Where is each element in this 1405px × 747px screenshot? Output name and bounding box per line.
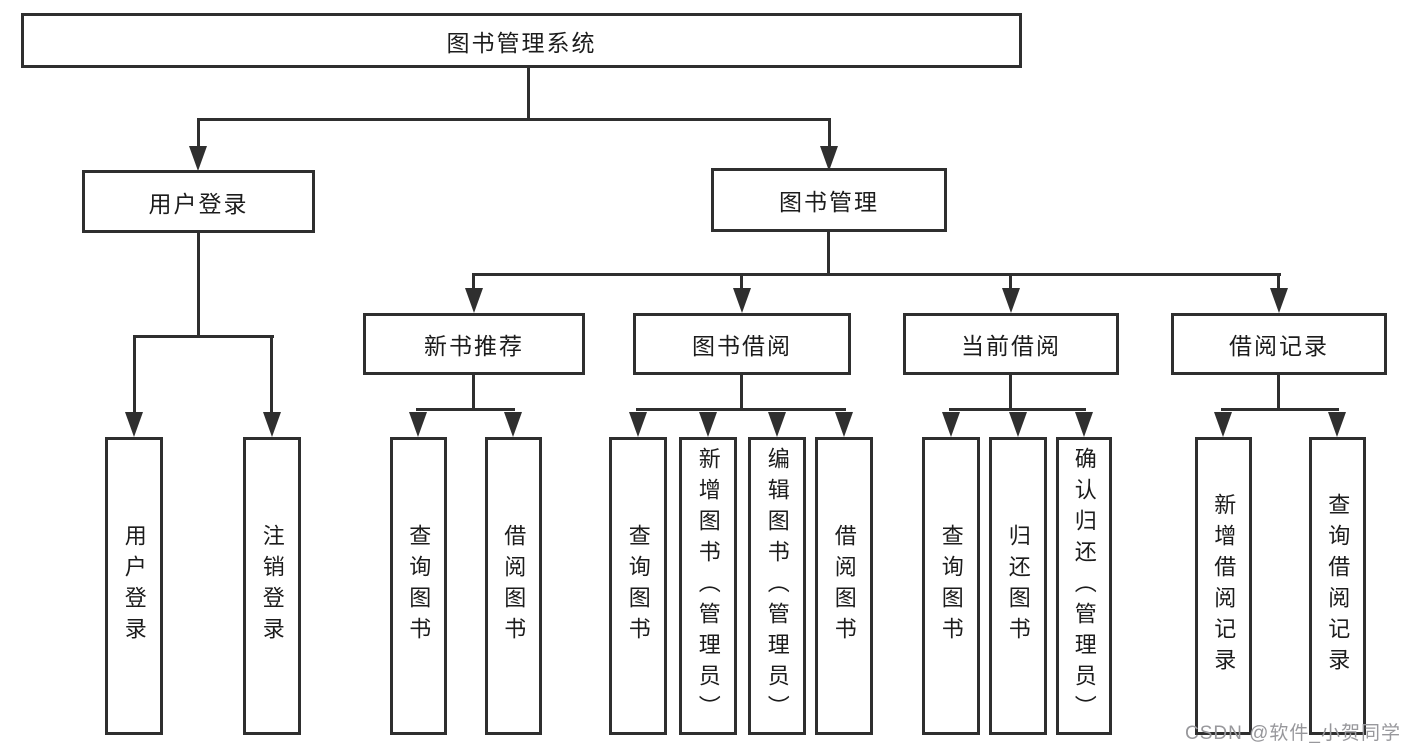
- node-new-book-recommend: 新书推荐: [363, 313, 585, 375]
- node-label: 归还图书: [1005, 524, 1031, 648]
- leaf-query-borrow-record: 查询借阅记录: [1309, 437, 1366, 735]
- connector-line: [949, 408, 1086, 411]
- node-label: 借阅记录: [1229, 333, 1329, 359]
- arrow-down-icon: [1002, 288, 1020, 313]
- arrow-down-icon: [1328, 412, 1346, 437]
- leaf-borrow-books: 借阅图书: [815, 437, 873, 735]
- node-label: 新增图书（管理员）: [695, 446, 721, 726]
- leaf-return-book: 归还图书: [989, 437, 1047, 735]
- arrow-down-icon: [263, 412, 281, 437]
- arrow-down-icon: [1214, 412, 1232, 437]
- connector-line: [636, 408, 846, 411]
- arrow-down-icon: [699, 412, 717, 437]
- node-label: 注销登录: [259, 524, 285, 648]
- connector-line: [827, 232, 830, 275]
- arrow-down-icon: [629, 412, 647, 437]
- connector-line: [527, 68, 530, 121]
- node-label: 编辑图书（管理员）: [764, 446, 790, 726]
- node-label: 新增借阅记录: [1211, 493, 1237, 679]
- node-label: 借阅图书: [501, 524, 527, 648]
- arrow-down-icon: [504, 412, 522, 437]
- node-book-management: 图书管理: [711, 168, 947, 232]
- node-label: 当前借阅: [961, 333, 1061, 359]
- connector-line: [197, 233, 200, 337]
- arrow-down-icon: [465, 288, 483, 313]
- arrow-down-icon: [189, 146, 207, 171]
- leaf-confirm-return-admin: 确认归还（管理员）: [1056, 437, 1112, 735]
- node-borrow-records: 借阅记录: [1171, 313, 1387, 375]
- leaf-query-books-recommend: 查询图书: [390, 437, 447, 735]
- arrow-down-icon: [942, 412, 960, 437]
- node-book-borrow: 图书借阅: [633, 313, 851, 375]
- connector-line: [1277, 375, 1280, 410]
- arrow-down-icon: [409, 412, 427, 437]
- node-label: 查询借阅记录: [1325, 493, 1351, 679]
- arrow-down-icon: [768, 412, 786, 437]
- node-label: 借阅图书: [831, 524, 857, 648]
- node-label: 用户登录: [148, 190, 249, 217]
- arrow-down-icon: [1075, 412, 1093, 437]
- leaf-logout: 注销登录: [243, 437, 301, 735]
- node-label: 确认归还（管理员）: [1071, 446, 1097, 726]
- arrow-down-icon: [1270, 288, 1288, 313]
- arrow-down-icon: [1009, 412, 1027, 437]
- leaf-borrow-books-recommend: 借阅图书: [485, 437, 542, 735]
- arrow-down-icon: [820, 146, 838, 171]
- leaf-add-borrow-record: 新增借阅记录: [1195, 437, 1252, 735]
- connector-line: [197, 121, 200, 148]
- connector-line: [1009, 276, 1012, 290]
- arrow-down-icon: [733, 288, 751, 313]
- node-user-login: 用户登录: [82, 170, 315, 233]
- arrow-down-icon: [835, 412, 853, 437]
- connector-line: [1009, 375, 1012, 410]
- node-label: 新书推荐: [424, 333, 524, 359]
- connector-line: [1277, 276, 1280, 290]
- arrow-down-icon: [125, 412, 143, 437]
- node-label: 查询图书: [938, 524, 964, 648]
- connector-line: [133, 338, 136, 414]
- node-label: 图书借阅: [692, 333, 792, 359]
- connector-line: [740, 276, 743, 290]
- node-label: 图书管理系统: [446, 29, 597, 56]
- connector-line: [270, 338, 273, 414]
- connector-line: [472, 276, 475, 290]
- node-label: 用户登录: [121, 524, 147, 648]
- node-root: 图书管理系统: [21, 13, 1022, 68]
- connector-line: [828, 121, 831, 148]
- connector-line: [1221, 408, 1339, 411]
- watermark: CSDN @软件_小贺同学: [1185, 723, 1401, 744]
- connector-line: [133, 335, 274, 338]
- leaf-add-book-admin: 新增图书（管理员）: [679, 437, 737, 735]
- connector-line: [416, 408, 515, 411]
- connector-line: [197, 118, 831, 121]
- node-current-borrow: 当前借阅: [903, 313, 1119, 375]
- leaf-edit-book-admin: 编辑图书（管理员）: [748, 437, 806, 735]
- node-label: 查询图书: [406, 524, 432, 648]
- leaf-user-login: 用户登录: [105, 437, 163, 735]
- node-label: 查询图书: [625, 524, 651, 648]
- leaf-query-books-current: 查询图书: [922, 437, 980, 735]
- node-label: 图书管理: [779, 189, 879, 215]
- connector-line: [472, 375, 475, 410]
- connector-line: [740, 375, 743, 410]
- connector-line: [472, 273, 1281, 276]
- leaf-query-books-borrow: 查询图书: [609, 437, 667, 735]
